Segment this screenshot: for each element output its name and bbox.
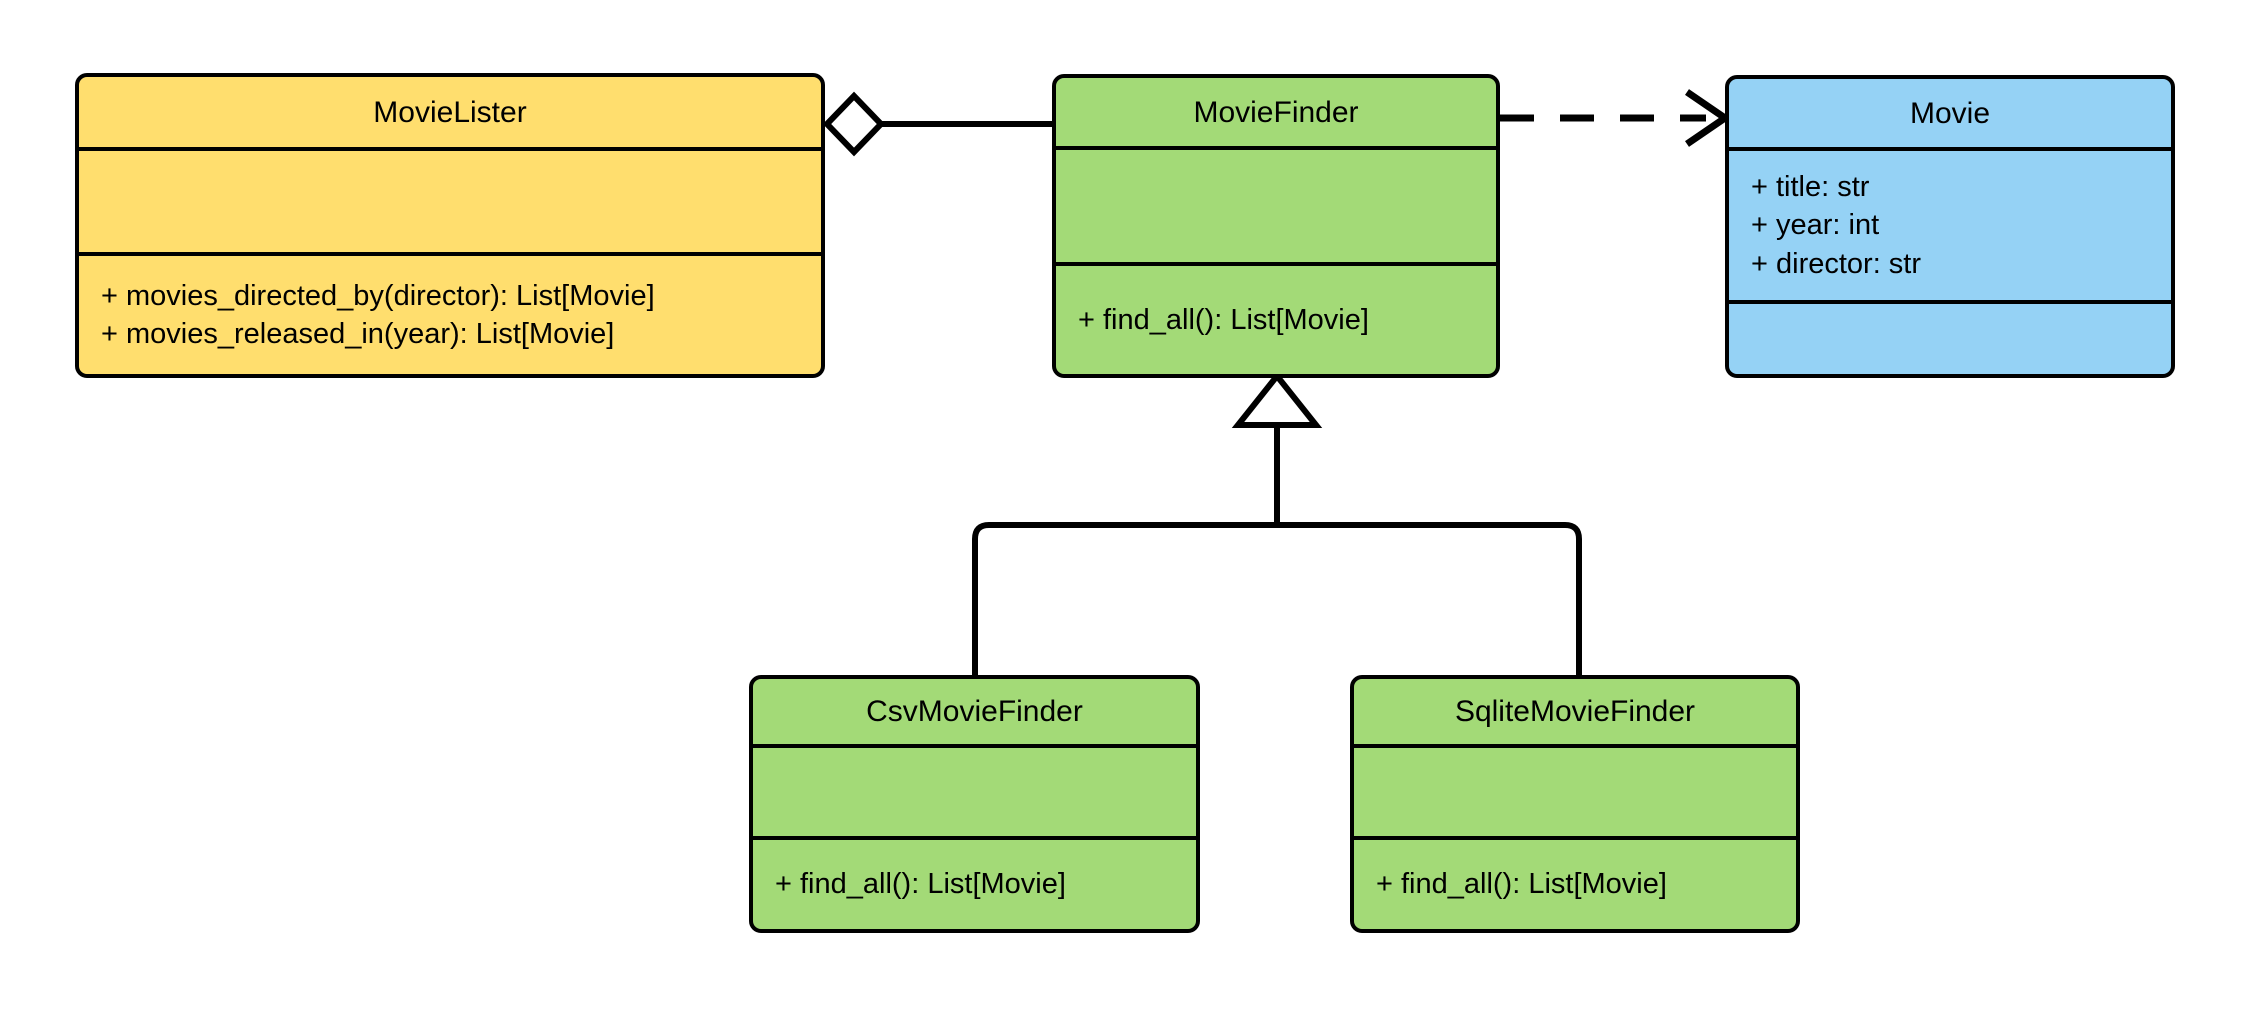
class-name-compartment: SqliteMovieFinder [1354,679,1796,744]
class-attribute-item: + director: str [1751,247,1922,280]
class-method-item: + find_all(): List[Movie] [1078,303,1369,336]
class-name-label: CsvMovieFinder [866,695,1083,728]
class-box-movie-finder[interactable]: MovieFinder + find_all(): List[Movie] [1052,74,1500,378]
edge-aggregation-lister-finder [822,91,1052,157]
class-box-movie[interactable]: Movie + title: str + year: int + directo… [1725,75,2175,378]
class-methods-compartment [1729,300,2171,374]
class-attributes-compartment [79,147,821,252]
hollow-diamond-marker [822,91,886,157]
class-methods-compartment: + movies_directed_by(director): List[Mov… [79,252,821,374]
edge-generalization-tree [972,371,1582,675]
class-method-item: + find_all(): List[Movie] [775,868,1066,901]
open-arrow-marker [1685,89,1732,147]
class-name-label: MovieLister [373,95,527,129]
class-name-compartment: MovieFinder [1056,78,1496,146]
class-attribute-item: + year: int [1751,209,1880,242]
class-attributes-compartment [1354,744,1796,836]
class-attributes-compartment: + title: str + year: int + director: str [1729,147,2171,300]
class-attributes-compartment [753,744,1196,836]
class-attributes-compartment [1056,146,1496,262]
class-name-label: SqliteMovieFinder [1454,695,1696,728]
class-name-compartment: Movie [1729,79,2171,147]
class-name-compartment: MovieLister [79,77,821,147]
class-name-label: MovieFinder [1193,95,1359,129]
edge-dependency-finder-movie [1500,89,1732,147]
class-method-item: + find_all(): List[Movie] [1376,868,1667,901]
class-method-item: + movies_directed_by(director): List[Mov… [101,279,655,312]
class-methods-compartment: + find_all(): List[Movie] [1354,836,1796,929]
class-attribute-item: + title: str [1751,171,1870,204]
class-box-movie-lister[interactable]: MovieLister + movies_directed_by(directo… [75,73,825,378]
class-method-item: + movies_released_in(year): List[Movie] [101,318,615,350]
class-methods-compartment: + find_all(): List[Movie] [1056,262,1496,374]
class-name-compartment: CsvMovieFinder [753,679,1196,744]
class-methods-compartment: + find_all(): List[Movie] [753,836,1196,929]
hollow-triangle-marker [1231,371,1323,428]
class-box-sqlite-movie-finder[interactable]: SqliteMovieFinder + find_all(): List[Mov… [1350,675,1800,933]
class-name-label: Movie [1909,96,1991,130]
generalization-bus [972,522,1582,675]
class-box-csv-movie-finder[interactable]: CsvMovieFinder + find_all(): List[Movie] [749,675,1200,933]
